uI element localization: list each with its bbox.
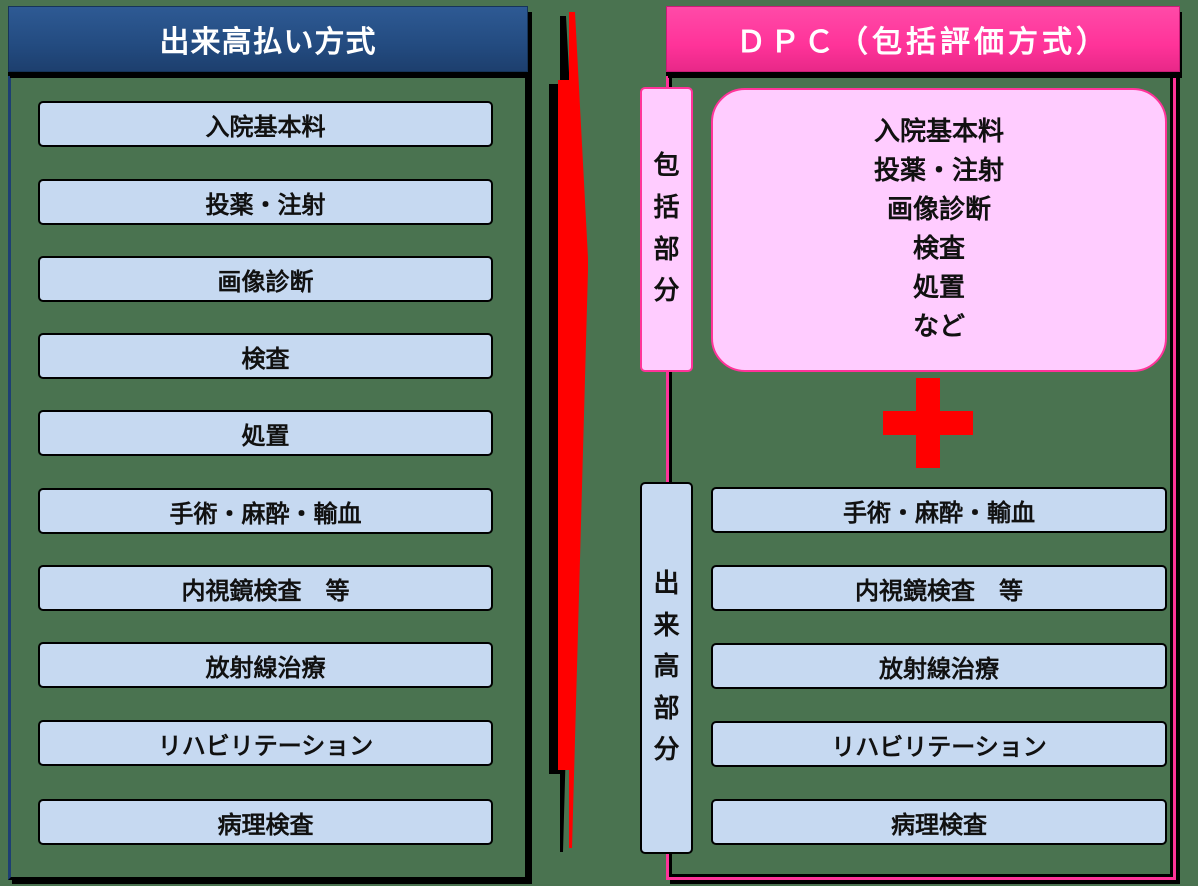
label-char: 分	[653, 735, 680, 766]
left-item-radiotherapy: 放射線治療	[38, 642, 493, 688]
bundled-item: 入院基本料	[873, 117, 1004, 147]
bundled-item: など	[912, 312, 965, 342]
label-char: 包	[653, 151, 680, 182]
bundled-item: 投薬・注射	[873, 156, 1004, 186]
left-item-treatment: 処置	[38, 410, 493, 456]
left-item-pathology: 病理検査	[38, 799, 493, 845]
dpc-title: ＤＰＣ（包括評価方式）	[666, 6, 1180, 72]
right-arrow-icon	[549, 12, 588, 852]
left-item-endoscopy: 内視鏡検査 等	[38, 565, 493, 611]
left-item-imaging: 画像診断	[38, 256, 493, 302]
right-item-rehabilitation: リハビリテーション	[711, 721, 1167, 767]
label-char: 来	[653, 610, 680, 641]
right-item-surgery-anesthesia-transfusion: 手術・麻酔・輸血	[711, 487, 1167, 533]
left-item-hospitalization-fee: 入院基本料	[38, 101, 493, 147]
left-item-examination: 検査	[38, 333, 493, 379]
bundled-item: 画像診断	[886, 195, 991, 225]
bundled-items-box: 入院基本料 投薬・注射 画像診断 検査 処置 など	[711, 88, 1167, 372]
left-item-medication-injection: 投薬・注射	[38, 179, 493, 225]
right-item-endoscopy: 内視鏡検査 等	[711, 565, 1167, 611]
fee-for-service-section-label: 出 来 高 部 分	[640, 482, 693, 854]
plus-icon	[883, 378, 973, 468]
fee-for-service-title: 出来高払い方式	[8, 6, 528, 72]
label-char: 部	[653, 693, 680, 724]
label-char: 高	[653, 652, 680, 683]
bundled-item: 検査	[912, 234, 965, 264]
label-char: 分	[653, 276, 680, 307]
left-item-surgery-anesthesia-transfusion: 手術・麻酔・輸血	[38, 488, 493, 534]
left-item-rehabilitation: リハビリテーション	[38, 720, 493, 766]
label-char: 括	[653, 192, 680, 223]
right-item-radiotherapy: 放射線治療	[711, 643, 1167, 689]
bundled-item: 処置	[912, 273, 965, 303]
bundled-section-label: 包 括 部 分	[640, 87, 693, 372]
label-char: 出	[653, 569, 680, 600]
right-item-pathology: 病理検査	[711, 799, 1167, 845]
label-char: 部	[653, 234, 680, 265]
